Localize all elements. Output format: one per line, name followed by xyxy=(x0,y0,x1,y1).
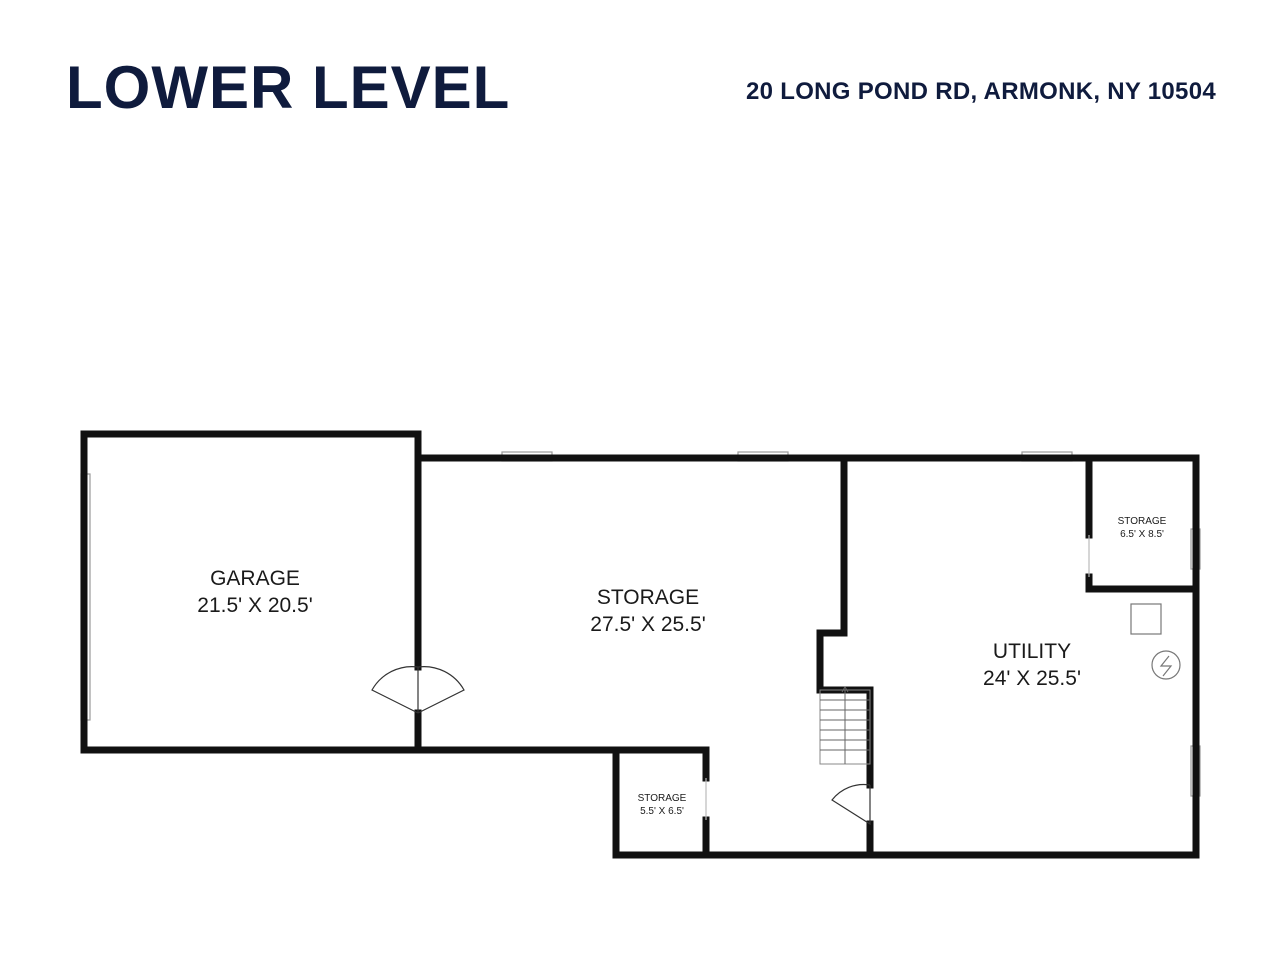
page-title: LOWER LEVEL xyxy=(66,54,511,121)
room-storage-s-name: STORAGE xyxy=(638,793,687,804)
room-storage-ne-dims: 6.5' X 8.5' xyxy=(1120,529,1164,540)
stairs xyxy=(819,686,871,765)
utility-fixtures xyxy=(1130,603,1181,680)
room-storage-s-dims: 5.5' X 6.5' xyxy=(640,806,684,817)
door-garage-double xyxy=(371,666,465,714)
room-garage-name: GARAGE xyxy=(210,567,300,590)
wall-storage-ne-south xyxy=(1085,573,1200,593)
room-storage-main-dims: 27.5' X 25.5' xyxy=(590,613,705,636)
doors xyxy=(371,535,1090,826)
room-storage-ne-name: STORAGE xyxy=(1118,516,1167,527)
wall-outer-north xyxy=(414,454,1200,859)
wall-garage xyxy=(80,430,422,754)
room-labels: GARAGE 21.5' X 20.5' STORAGE 27.5' X 25.… xyxy=(197,516,1166,817)
room-garage-dims: 21.5' X 20.5' xyxy=(197,594,312,617)
wall-storage-s xyxy=(612,746,710,782)
water-heater-icon xyxy=(1151,650,1181,680)
property-address: 20 LONG POND RD, ARMONK, NY 10504 xyxy=(745,78,1216,105)
furnace-icon xyxy=(1130,603,1162,635)
room-utility-dims: 24' X 25.5' xyxy=(983,667,1081,690)
room-utility-name: UTILITY xyxy=(993,640,1071,663)
door-utility xyxy=(831,783,871,826)
room-storage-main-name: STORAGE xyxy=(597,586,699,609)
